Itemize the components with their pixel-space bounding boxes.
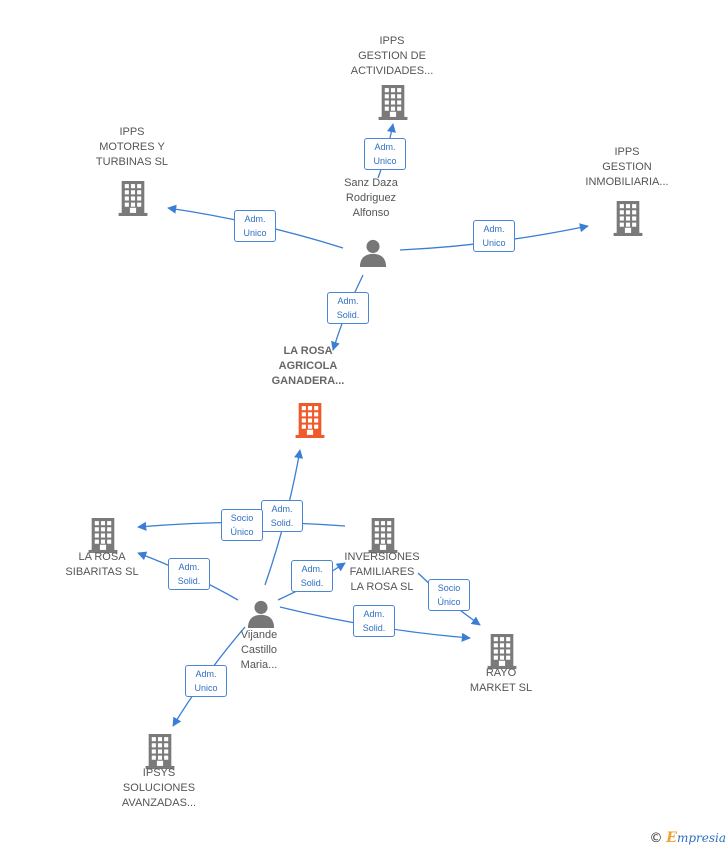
copyright-symbol: © — [649, 831, 663, 846]
edge-label-inversiones-to-la_rosa_sibaritas[interactable]: Socio Único — [221, 509, 263, 541]
edge-label-vijande-to-la_rosa_sibaritas[interactable]: Adm. Solid. — [168, 558, 210, 590]
node-label-la_rosa_sibaritas[interactable]: LA ROSA SIBARITAS SL — [65, 551, 139, 578]
node-label-vijande[interactable]: Vijande Castillo Maria... — [240, 629, 278, 671]
edge-label-vijande-to-inversiones[interactable]: Adm. Solid. — [291, 560, 333, 592]
person-icon-vijande[interactable] — [247, 600, 275, 628]
edge-label-vijande-to-ipsys[interactable]: Adm. Unico — [185, 665, 227, 697]
building-icon-la_rosa_agricola[interactable] — [295, 403, 325, 438]
edge-label-sanz_daza-to-ipps_inmobiliaria[interactable]: Adm. Unico — [473, 220, 515, 252]
node-label-ipps_inmobiliaria[interactable]: IPPS GESTION INMOBILIARIA... — [585, 146, 669, 188]
node-label-ipsys[interactable]: IPSYS SOLUCIONES AVANZADAS... — [121, 767, 197, 809]
node-label-rayo[interactable]: RAYO MARKET SL — [469, 667, 533, 694]
node-label-ipps_motores[interactable]: IPPS MOTORES Y TURBINAS SL — [95, 126, 169, 168]
edge-label-vijande-to-rayo[interactable]: Adm. Solid. — [353, 605, 395, 637]
building-icon-rayo[interactable] — [487, 634, 517, 669]
edge-label-inversiones-to-rayo[interactable]: Socio Único — [428, 579, 470, 611]
node-label-sanz_daza[interactable]: Sanz Daza Rodriguez Alfonso — [344, 177, 398, 219]
node-label-inversiones[interactable]: INVERSIONES FAMILIARES LA ROSA SL — [344, 551, 420, 593]
brand-name: mpresia — [676, 831, 726, 845]
building-icon-ipps_actividades[interactable] — [378, 85, 408, 120]
building-icon-la_rosa_sibaritas[interactable] — [88, 518, 118, 553]
person-icon-sanz_daza[interactable] — [359, 239, 387, 267]
building-icon-ipps_motores[interactable] — [118, 181, 148, 216]
building-icon-inversiones[interactable] — [368, 518, 398, 553]
edge-label-sanz_daza-to-ipps_motores[interactable]: Adm. Unico — [234, 210, 276, 242]
edge-label-sanz_daza-to-ipps_actividades[interactable]: Adm. Unico — [364, 138, 406, 170]
building-icon-ipsys[interactable] — [145, 734, 175, 769]
node-label-ipps_actividades[interactable]: IPPS GESTION DE ACTIVIDADES... — [350, 35, 434, 77]
brand-e-logo: E — [666, 830, 677, 846]
empresia-brand[interactable]: © Empresia — [649, 830, 726, 846]
edge-label-sanz_daza-to-la_rosa_agricola[interactable]: Adm. Solid. — [327, 292, 369, 324]
node-label-la_rosa_agricola[interactable]: LA ROSA AGRICOLA GANADERA... — [271, 345, 345, 387]
edge-label-vijande-to-la_rosa_agricola[interactable]: Adm. Solid. — [261, 500, 303, 532]
building-icon-ipps_inmobiliaria[interactable] — [613, 201, 643, 236]
